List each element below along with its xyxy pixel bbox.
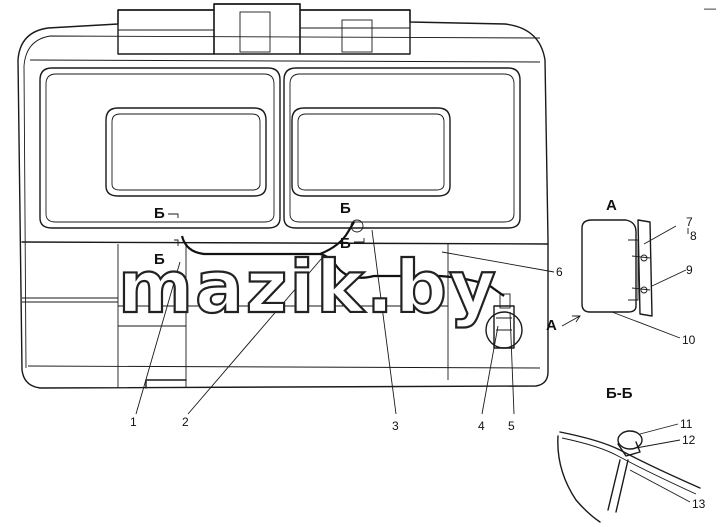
callout-5: 5: [508, 419, 515, 433]
callout-3: 3: [392, 419, 399, 433]
view-a-title: А: [606, 197, 617, 214]
callout-7: 7: [686, 215, 693, 229]
washer-tank: [485, 293, 523, 349]
callout-11: 11: [680, 417, 693, 431]
section-label-b3: Б: [340, 200, 351, 217]
left-window-frame: [39, 67, 281, 229]
callout-10: 10: [682, 333, 696, 347]
section-label-b4: Б: [340, 235, 351, 252]
washer-hose: [180, 221, 505, 297]
watermark-text: mazik.by: [118, 245, 498, 329]
callout-13: 13: [692, 497, 706, 511]
section-label-b2: Б: [154, 251, 165, 268]
callout-8: 8: [690, 229, 697, 243]
view-a-detail: А А: [546, 197, 653, 334]
right-window-frame: [283, 67, 521, 229]
corner-mark: —: [704, 1, 716, 15]
section-bb-title: Б-Б: [606, 385, 633, 402]
callout-9: 9: [686, 263, 693, 277]
callout-12: 12: [682, 433, 696, 447]
callout-4: 4: [478, 419, 485, 433]
callout-6: 6: [556, 265, 563, 279]
section-label-b1: Б: [154, 205, 165, 222]
view-a-pointer: А: [546, 317, 557, 334]
section-bb-detail: Б-Б: [557, 385, 701, 523]
cab-rear-wall: [17, 3, 549, 389]
section-marks: Б Б Б Б: [154, 200, 365, 268]
callout-1: 1: [130, 415, 137, 429]
callout-numbers: 1 2 3 4 5 6 7 8 9 10 11 12 13: [130, 215, 706, 511]
callout-2: 2: [182, 415, 189, 429]
leader-lines: [135, 225, 691, 503]
